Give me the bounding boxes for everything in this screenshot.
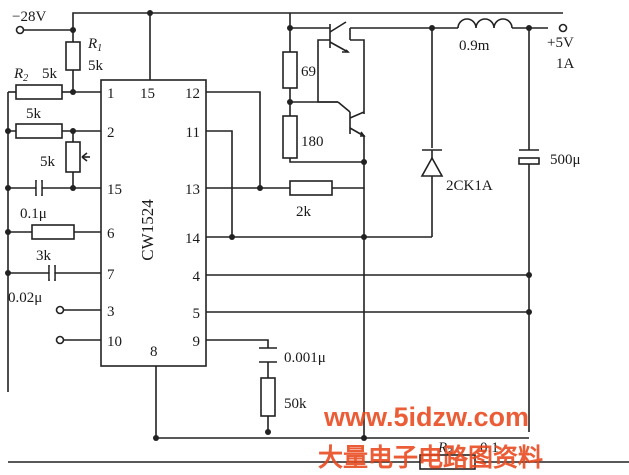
resistor-2k <box>289 180 333 196</box>
transistor-q1 <box>329 21 350 53</box>
resistor-5k-pin2 <box>15 123 63 139</box>
r1-label: R1 <box>87 36 102 54</box>
chip-name: CW1524 <box>138 199 157 261</box>
resistor-3k <box>31 224 75 240</box>
transistor-q2 <box>337 101 366 137</box>
pin-4: 4 <box>193 269 201 285</box>
pin-15-top: 15 <box>140 86 155 102</box>
pin-14: 14 <box>185 231 201 247</box>
inductor-0.9m <box>457 18 513 29</box>
r-pot-value: 5k <box>40 154 56 170</box>
watermark: www.5idzw.com 大量电子电路图资料 <box>318 402 543 472</box>
output-current-label: 1A <box>556 56 575 72</box>
pin-1: 1 <box>107 86 115 102</box>
pin-labels: 1 2 15 6 7 3 10 15 8 12 11 13 14 4 5 9 <box>107 86 201 360</box>
resistor-69 <box>282 51 298 89</box>
resistor-r2 <box>8 84 73 100</box>
r-50k-label: 50k <box>284 396 307 412</box>
cap-500u-label: 500μ <box>550 152 581 168</box>
resistor-r1 <box>65 41 81 71</box>
terminals <box>15 23 568 345</box>
resistor-50k <box>260 377 276 417</box>
pin-12: 12 <box>185 86 200 102</box>
pin-9: 9 <box>193 334 201 350</box>
output-voltage-label: +5V <box>547 35 574 51</box>
resistor-180 <box>282 115 298 159</box>
component-labels: −28V +5V 1A R1 5k R2 5k 5k 5k 0.1μ 3k 0.… <box>8 9 581 458</box>
diode-label: 2CK1A <box>446 178 493 194</box>
r-3k-label: 3k <box>36 248 52 264</box>
r2-label: R2 <box>13 66 28 84</box>
c-0.001u-label: 0.001μ <box>284 350 326 366</box>
pin-13: 13 <box>185 182 200 198</box>
c-0.1u-label: 0.1μ <box>20 206 47 222</box>
pin-2: 2 <box>107 125 115 141</box>
r-2k-label: 2k <box>296 204 312 220</box>
capacitor-0.02u <box>48 265 56 281</box>
capacitor-500u <box>518 149 540 168</box>
c-0.02u-label: 0.02μ <box>8 290 42 306</box>
resistor-r3 <box>419 454 476 470</box>
pin-7: 7 <box>107 267 115 283</box>
pin-3: 3 <box>107 304 115 320</box>
pin-10: 10 <box>107 334 122 350</box>
pin-6: 6 <box>107 226 115 242</box>
inductor-label: 0.9m <box>459 38 490 54</box>
junction-dots <box>5 10 532 441</box>
watermark-chinese: 大量电子电路图资料 <box>318 443 543 472</box>
r1-value: 5k <box>88 58 104 74</box>
resistor-5k-pot <box>65 141 90 173</box>
r3-label: R3 <box>437 440 452 458</box>
r2-value: 5k <box>42 66 58 82</box>
diode-2ck1a <box>420 149 444 177</box>
r-pin2-value: 5k <box>26 106 42 122</box>
watermark-url: www.5idzw.com <box>323 402 529 432</box>
capacitor-0.001u <box>259 347 277 363</box>
pin-15-left: 15 <box>107 182 122 198</box>
wires <box>7 12 629 463</box>
pin-11: 11 <box>186 125 200 141</box>
r3-value: 0.1 <box>480 440 499 456</box>
cw1524-chip: CW1524 <box>100 79 207 367</box>
pin-5: 5 <box>193 306 201 322</box>
capacitor-0.1u <box>35 180 43 196</box>
pin-8: 8 <box>150 344 158 360</box>
r-69-label: 69 <box>301 64 316 80</box>
r-180-label: 180 <box>301 134 324 150</box>
input-voltage-label: −28V <box>12 9 46 25</box>
